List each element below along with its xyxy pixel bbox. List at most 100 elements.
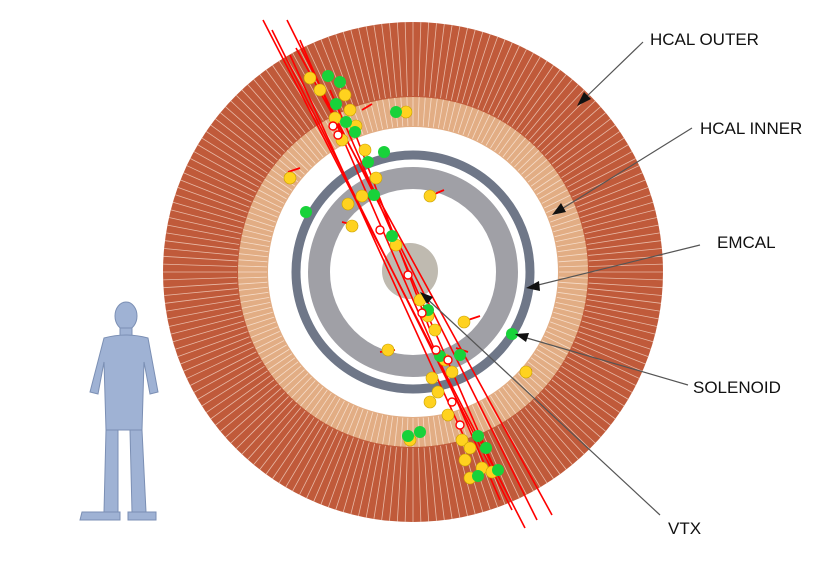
calorimeter-segment <box>502 386 522 411</box>
hit-green <box>472 430 484 442</box>
calorimeter-segment <box>517 150 540 171</box>
vertex-hit <box>417 308 427 318</box>
calorimeter-segment <box>215 118 275 165</box>
track-line <box>329 89 496 471</box>
calorimeter-segment <box>520 74 567 134</box>
calorimeter-segment <box>558 253 588 258</box>
arrowhead-hcal-outer <box>577 92 591 106</box>
calorimeter-segment <box>422 97 426 127</box>
calorimeter-segment <box>583 315 656 335</box>
calorimeter-segment <box>295 141 316 164</box>
hit-green <box>472 470 484 482</box>
calorimeter-segment <box>238 286 268 291</box>
calorimeter-segment <box>536 178 562 195</box>
calorimeter-segment <box>482 42 513 111</box>
calorimeter-segment <box>548 383 606 432</box>
calorimeter-segment <box>172 320 245 343</box>
calorimeter-segment <box>555 301 585 309</box>
leader-vtx <box>423 295 661 516</box>
calorimeter-segment <box>247 84 297 141</box>
hit-green <box>480 442 492 454</box>
calorimeter-segment <box>490 123 507 149</box>
calorimeter-segment <box>558 281 588 285</box>
hit-green <box>492 464 504 476</box>
calorimeter-segment <box>300 137 320 161</box>
calorimeter-segment <box>497 426 534 492</box>
calorimeter-segment <box>514 145 535 168</box>
calorimeter-segment <box>551 217 580 228</box>
calorimeter-segment <box>447 102 456 131</box>
vertex-hit <box>403 270 413 280</box>
calorimeter-segment <box>564 361 629 400</box>
hit-yellow <box>428 323 442 337</box>
calorimeter-segment <box>576 336 646 365</box>
calorimeter-segment <box>529 403 579 460</box>
calorimeter-segment <box>358 27 375 101</box>
calorimeter-segment <box>527 361 552 381</box>
calorimeter-segment <box>541 340 568 355</box>
calorimeter-segment <box>537 396 591 450</box>
calorimeter-segment <box>255 194 282 209</box>
calorimeter-segment <box>587 293 662 304</box>
calorimeter-segment <box>313 433 344 502</box>
calorimeter-segment <box>451 27 468 101</box>
calorimeter-segment <box>492 428 527 495</box>
calorimeter-segment <box>521 154 544 175</box>
calorimeter-segment <box>253 79 302 137</box>
calorimeter-segment <box>564 144 629 183</box>
calorimeter-segment <box>163 277 238 281</box>
calorimeter-segment <box>190 351 257 386</box>
hit-yellow <box>425 371 439 385</box>
calorimeter-segment <box>527 163 552 183</box>
calorimeter-segment <box>180 179 250 208</box>
calorimeter-segment <box>170 315 243 335</box>
calorimeter-segment <box>533 89 585 144</box>
calorimeter-segment <box>376 100 384 130</box>
label-hcal-inner: HCAL INNER <box>700 119 802 138</box>
hit-yellow <box>441 408 455 422</box>
calorimeter-segment <box>258 189 285 204</box>
calorimeter-segment <box>252 200 280 213</box>
calorimeter-segment <box>376 414 384 444</box>
calorimeter-segment <box>164 288 238 296</box>
calorimeter-segment <box>506 383 526 407</box>
calorimeter-segment <box>304 386 324 411</box>
calorimeter-segment <box>175 326 246 350</box>
hit-yellow <box>458 453 472 467</box>
calorimeter-segment <box>320 435 349 505</box>
calorimeter-segment <box>551 379 611 426</box>
calorimeter-segment <box>238 281 268 285</box>
calorimeter-segment <box>456 29 476 102</box>
calorimeter-segment <box>278 159 302 179</box>
calorimeter-segment <box>467 109 479 137</box>
calorimeter-segment <box>418 22 422 97</box>
calorimeter-segment <box>574 172 643 203</box>
calorimeter-segment <box>555 235 585 243</box>
calorimeter-segment <box>168 310 242 327</box>
calorimeter-segment <box>553 223 582 233</box>
hit-yellow <box>381 343 395 357</box>
calorimeter-segment <box>556 241 586 248</box>
hit-green <box>506 328 518 340</box>
calorimeter-segment <box>581 320 654 343</box>
calorimeter-segment <box>452 103 462 132</box>
calorimeter-segment <box>400 417 404 447</box>
calorimeter-segment <box>206 131 268 174</box>
calorimeter-segment <box>429 447 437 521</box>
calorimeter-segment <box>418 447 422 522</box>
calorimeter-segment <box>183 341 252 372</box>
calorimeter-segment <box>193 151 259 188</box>
calorimeter-segment <box>265 69 310 130</box>
calorimeter-segment <box>272 417 315 479</box>
calorimeter-segment <box>553 311 582 321</box>
calorimeter-segment <box>544 194 571 209</box>
calorimeter-segment <box>585 224 659 240</box>
calorimeter-segment <box>264 349 290 366</box>
calorimeter-segment <box>506 60 548 124</box>
calorimeter-segment <box>569 158 636 193</box>
calorimeter-segment <box>335 34 359 105</box>
calorimeter-segment <box>282 369 305 390</box>
label-emcal: EMCAL <box>717 233 776 252</box>
calorimeter-segment <box>434 446 445 521</box>
